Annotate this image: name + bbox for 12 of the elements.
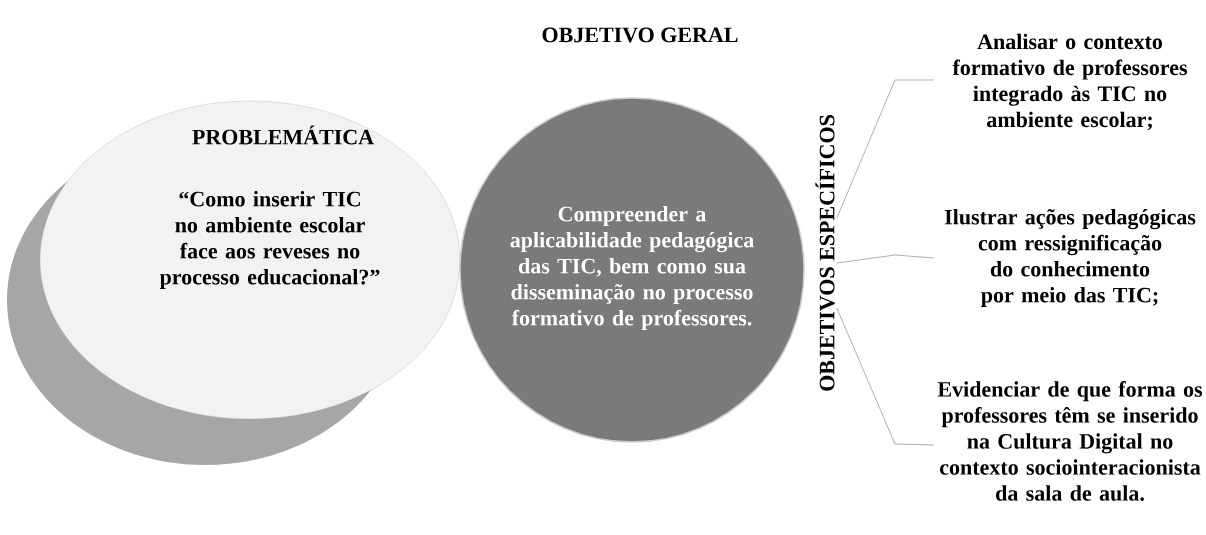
connector-line xyxy=(836,254,935,264)
heading: PROBLEMÁTICA xyxy=(192,125,374,145)
ellipse-shape xyxy=(7,100,461,465)
objective-text: Ilustrar ações pedagógicas com ressignificação do conhecimento por meio das TIC; xyxy=(944,209,1196,307)
objective-text: Analisar o contexto formativo de professores integrado às TIC no ambiente escolar; xyxy=(952,33,1187,131)
objective-text: Evidenciar de que forma os professores têm se inserido na Cultura Digital no contexto sociointeracionista da sala de aula. xyxy=(937,381,1203,501)
connector-line xyxy=(836,307,935,446)
heading: OBJETIVO GERAL xyxy=(542,27,738,43)
connector-line xyxy=(836,79,935,219)
question-text: “Como inserir TIC no ambiente escolar face aos reveses no processo educacional?” xyxy=(159,191,380,289)
vertical-heading: OBJETIVOS ESPECÍFICOS xyxy=(815,115,835,391)
circle-text: Compreender a aplicabilidade pedagógica das TIC, bem como sua disseminação no processo formativo de professores. xyxy=(510,206,754,330)
